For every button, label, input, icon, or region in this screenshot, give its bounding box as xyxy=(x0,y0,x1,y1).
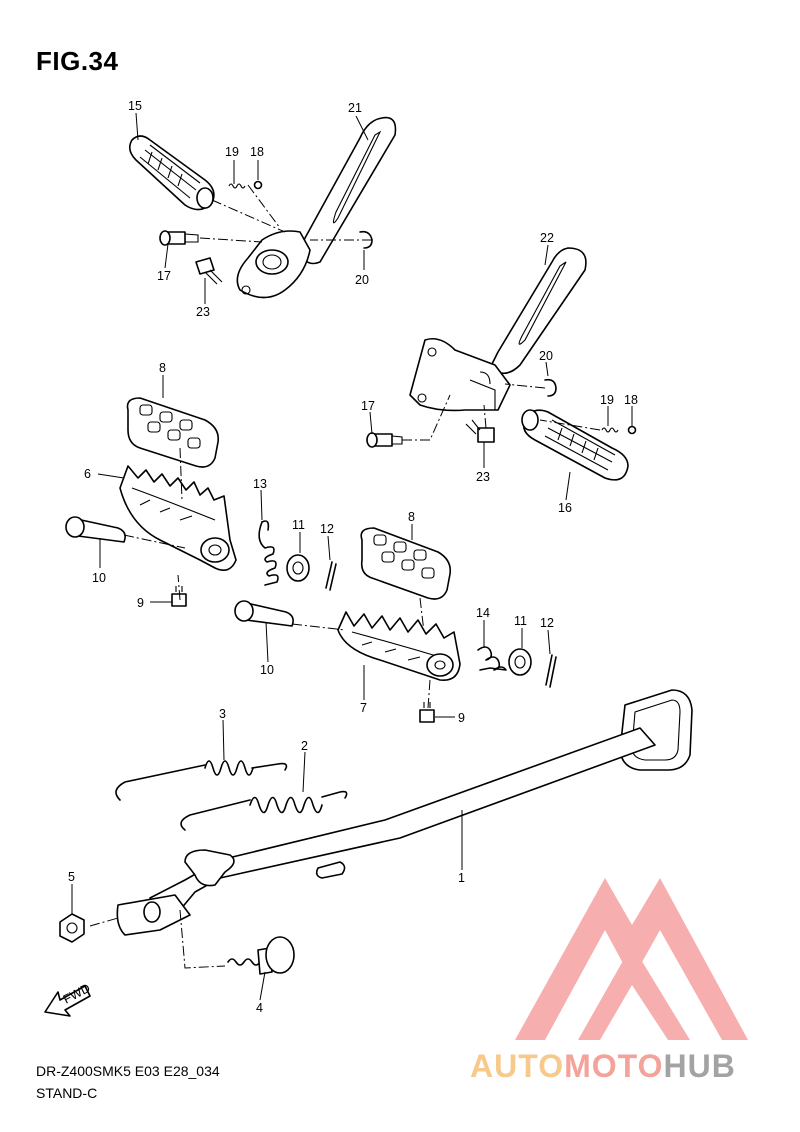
callout-9-lower: 9 xyxy=(458,711,465,725)
callout-7: 7 xyxy=(360,701,367,715)
section-name: STAND-C xyxy=(36,1085,98,1101)
callout-18-lower: 18 xyxy=(624,393,638,407)
callout-5: 5 xyxy=(68,870,75,884)
nut-5 xyxy=(59,913,85,943)
pin-17-upper xyxy=(159,230,199,246)
pin-10-lower xyxy=(234,600,294,627)
fwd-arrow-icon: FWD xyxy=(44,981,93,1017)
leader-lines xyxy=(71,112,633,1001)
rubber-pad-8-upper xyxy=(126,397,220,468)
spring-2 xyxy=(180,790,348,831)
watermark-part2: MOTO xyxy=(564,1048,664,1084)
callout-4: 4 xyxy=(256,1001,263,1015)
footrest-right-16 xyxy=(521,409,629,481)
callout-21: 21 xyxy=(348,101,362,115)
callout-18-upper: 18 xyxy=(250,145,264,159)
footpeg-6 xyxy=(119,465,237,571)
footrest-left-15 xyxy=(128,135,215,211)
cotter-pin-12-upper xyxy=(325,561,337,591)
bolt-23-lower xyxy=(465,419,495,443)
bolt-9-lower xyxy=(419,702,435,723)
side-stand-1 xyxy=(116,689,693,936)
callout-20-upper: 20 xyxy=(355,273,369,287)
connector-line xyxy=(123,447,186,601)
ball-18-upper xyxy=(253,180,263,190)
callout-20-lower: 20 xyxy=(539,349,553,363)
ball-18-lower xyxy=(627,425,637,435)
connector-line xyxy=(179,909,226,969)
callout-11-lower: 11 xyxy=(514,614,527,628)
bracket-right-22 xyxy=(409,247,587,412)
footpeg-7 xyxy=(337,611,461,681)
callout-19-lower: 19 xyxy=(600,393,614,407)
callout-22: 22 xyxy=(540,231,554,245)
spring-13 xyxy=(258,520,279,586)
model-code: DR-Z400SMK5 E03 E28_034 xyxy=(36,1063,220,1079)
callout-14: 14 xyxy=(476,606,490,620)
callout-11-upper: 11 xyxy=(292,518,305,532)
clip-20-lower xyxy=(544,378,557,397)
callout-16: 16 xyxy=(558,501,572,515)
spring-19-lower xyxy=(601,427,619,433)
callout-1: 1 xyxy=(458,871,465,885)
watermark-brand: AUTOMOTOHUB xyxy=(470,1048,736,1085)
callout-6: 6 xyxy=(84,467,91,481)
rubber-pad-8-lower xyxy=(360,527,452,600)
bolt-9-upper xyxy=(171,586,187,607)
spring-14 xyxy=(477,646,507,671)
bracket-left-21 xyxy=(236,116,397,299)
callout-23-upper: 23 xyxy=(196,305,210,319)
washer-11-upper xyxy=(286,554,310,582)
callout-12-lower: 12 xyxy=(540,616,554,630)
callout-13: 13 xyxy=(253,477,267,491)
connector-line xyxy=(89,917,119,927)
washer-11-lower xyxy=(508,648,532,676)
callout-10-upper: 10 xyxy=(92,571,106,585)
callout-2: 2 xyxy=(301,739,308,753)
callout-17-upper: 17 xyxy=(157,269,171,283)
callout-9-upper: 9 xyxy=(137,596,144,610)
callout-17-lower: 17 xyxy=(361,399,375,413)
pin-10-upper xyxy=(65,516,126,543)
bolt-4 xyxy=(227,936,295,975)
callout-15: 15 xyxy=(128,99,142,113)
callout-12-upper: 12 xyxy=(320,522,334,536)
callout-10-lower: 10 xyxy=(260,663,274,677)
callout-8-upper: 8 xyxy=(159,361,166,375)
callout-3: 3 xyxy=(219,707,226,721)
watermark-part3: HUB xyxy=(663,1048,736,1084)
pin-17-lower xyxy=(366,432,403,448)
connector-line xyxy=(199,184,372,243)
spring-19-upper xyxy=(228,183,246,189)
bolt-23-upper xyxy=(195,257,223,285)
watermark-part1: AUTO xyxy=(470,1048,565,1084)
triangle-m-logo-icon xyxy=(515,878,748,1040)
connector-line xyxy=(402,383,601,441)
callout-19-upper: 19 xyxy=(225,145,239,159)
callout-8-lower: 8 xyxy=(408,510,415,524)
figure-title: FIG.34 xyxy=(36,46,119,76)
spring-3 xyxy=(115,760,288,801)
connector-line xyxy=(291,597,431,709)
callout-23-lower: 23 xyxy=(476,470,490,484)
cotter-pin-12-lower xyxy=(545,654,557,688)
